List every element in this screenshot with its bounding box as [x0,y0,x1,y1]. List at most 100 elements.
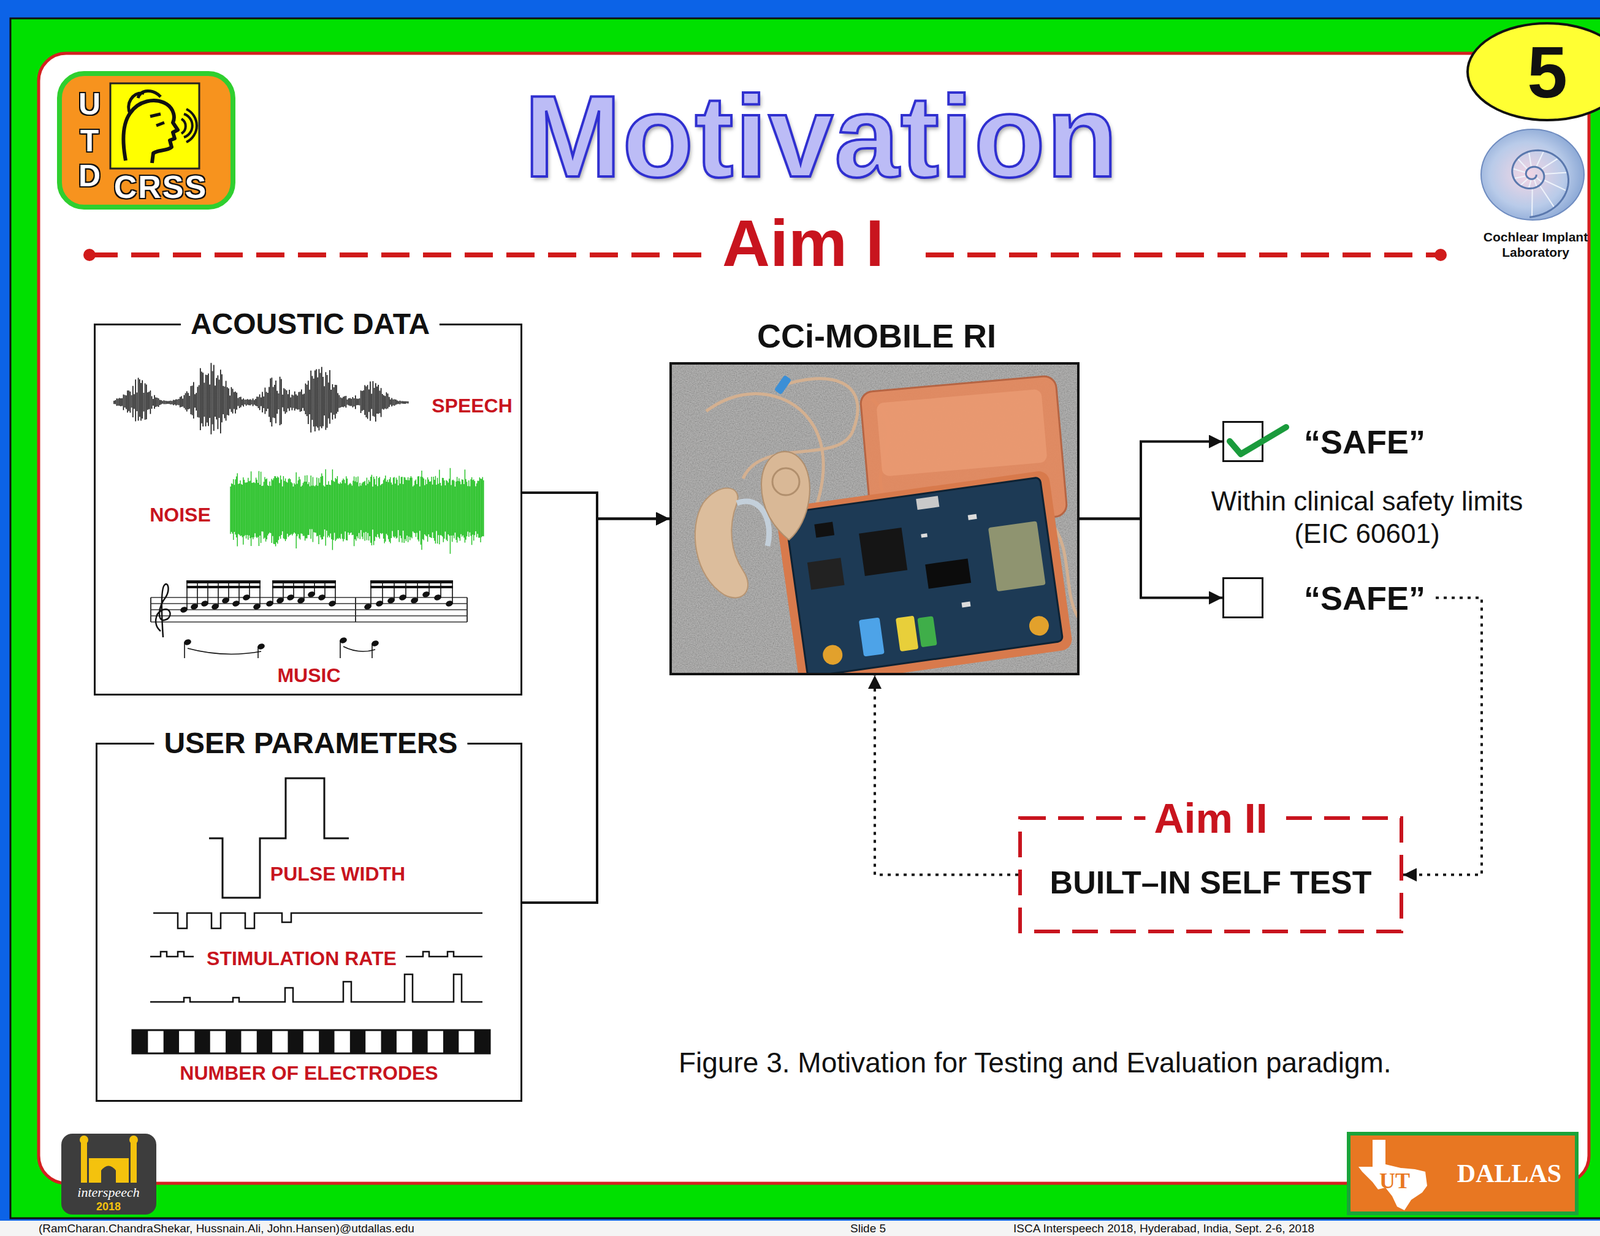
bar-line [466,597,468,623]
note-stem [196,581,199,607]
panel-heading: ACOUSTIC DATA [180,307,440,341]
staff-line [150,609,468,611]
logo-minaret [80,1141,88,1184]
checkbox [1223,578,1263,618]
case-highlight [876,389,1048,477]
note-beam [370,586,454,589]
treble-clef [155,584,170,638]
note-stem [293,581,295,598]
electrode-array [132,1030,490,1054]
shell-chamber [1513,175,1527,179]
usb-port [915,495,940,511]
rf-connector [1028,614,1051,637]
page-band [10,18,1600,1219]
shell-chamber [1531,188,1534,218]
audio-jack [895,616,919,653]
feedback-arrow [1403,598,1482,876]
note-stem [303,581,305,601]
device-photo-box: CCi-MOBILE RI [669,362,1080,676]
input-panel: ACOUSTIC DATASPEECHNOISEMUSIC [93,323,523,696]
figure-caption: Figure 3. Motivation for Testing and Eva… [678,1047,1392,1080]
self-test-box: Aim IIBUILT–IN SELF TEST [1018,816,1404,934]
note-beam [272,580,336,584]
slide-panel [38,53,1589,1184]
badge-ellipse [1467,23,1600,121]
nautilus-icon [1481,129,1585,221]
staff-line [150,615,468,617]
logo-arch [101,1166,116,1184]
signal-label: MUSIC [277,664,341,688]
electrode-contact [287,1030,303,1054]
logo-dome [129,1135,138,1145]
note-beam [186,580,261,584]
music-score [150,580,468,659]
electrode-contact [474,1030,490,1054]
university-wordmark: DALLAS [1457,1159,1562,1189]
shell-chamber [1528,179,1532,189]
note-stem [416,581,419,601]
signal-arrow [1079,441,1223,520]
status-note: Within clinical safety limits (EIC 60601… [1201,485,1533,551]
signal-arrow [1079,519,1223,599]
electrode-contact [318,1030,335,1054]
rf-connector [821,644,844,667]
logo-letter: U [78,87,101,123]
coil-ring [772,468,800,496]
aim-rule-end [1434,248,1447,262]
logo-icon-frame [110,83,200,169]
footer-strip [0,1221,1600,1236]
signal-label: NOISE [149,503,211,527]
audio-jack [858,617,885,657]
shell-chamber [1517,158,1528,170]
board-part [961,601,971,609]
note-stem [272,581,274,604]
electrode-contact [194,1030,210,1054]
logo-wordmark: CRSS [114,169,208,206]
note-stem [248,581,251,598]
circuit-board [784,477,1063,676]
board-case [774,470,1074,676]
shell-body [1481,129,1585,221]
shell-chamber [1543,172,1567,175]
photo-plug [774,375,793,396]
shell-chamber [1520,178,1529,186]
stimulation-waveform [150,974,483,1003]
staff-line [150,621,468,623]
input-panel: USER PARAMETERSPULSE WIDTHSTIMULATION RA… [95,742,523,1103]
electrode-contacts [132,1030,490,1054]
speech-waveform [114,362,409,435]
checkbox-option: “SAFE” [1222,577,1436,619]
note-stem [451,581,454,604]
note-stem [228,581,230,601]
note-tie [343,646,376,652]
note-stem [334,581,336,604]
electrode-contact [381,1030,397,1054]
conference-logo [61,1134,157,1216]
noise-waveform [230,468,484,555]
shell-spiral [1512,150,1569,218]
test-label: BUILT–IN SELF TEST [1050,864,1372,902]
aim-heading: Aim I [722,205,884,282]
signal-arrow [522,519,670,904]
logo-letter: D [78,158,101,195]
slide-number: 5 [1527,31,1568,115]
checkbox [1222,421,1290,463]
electrode-contact [411,1030,428,1054]
note-stem [183,642,186,659]
bar-line [150,597,152,623]
shell-chamber [1533,178,1537,187]
processor-earhook [736,501,770,547]
note-stem [440,581,442,598]
shell-chamber [1535,177,1543,183]
device-photo [669,362,1080,676]
checkbox [1222,577,1290,619]
note-stem [282,581,284,601]
note-stem [186,581,188,610]
lab-name: Cochlear Implant Laboratory [1477,229,1594,260]
logo-letter: T [80,123,100,160]
parameter-label: STIMULATION RATE [204,947,400,971]
logo-badge [59,73,233,208]
note-stem [339,640,341,659]
slide-number-badge: 5 [1464,20,1600,124]
note-beam [272,586,336,589]
